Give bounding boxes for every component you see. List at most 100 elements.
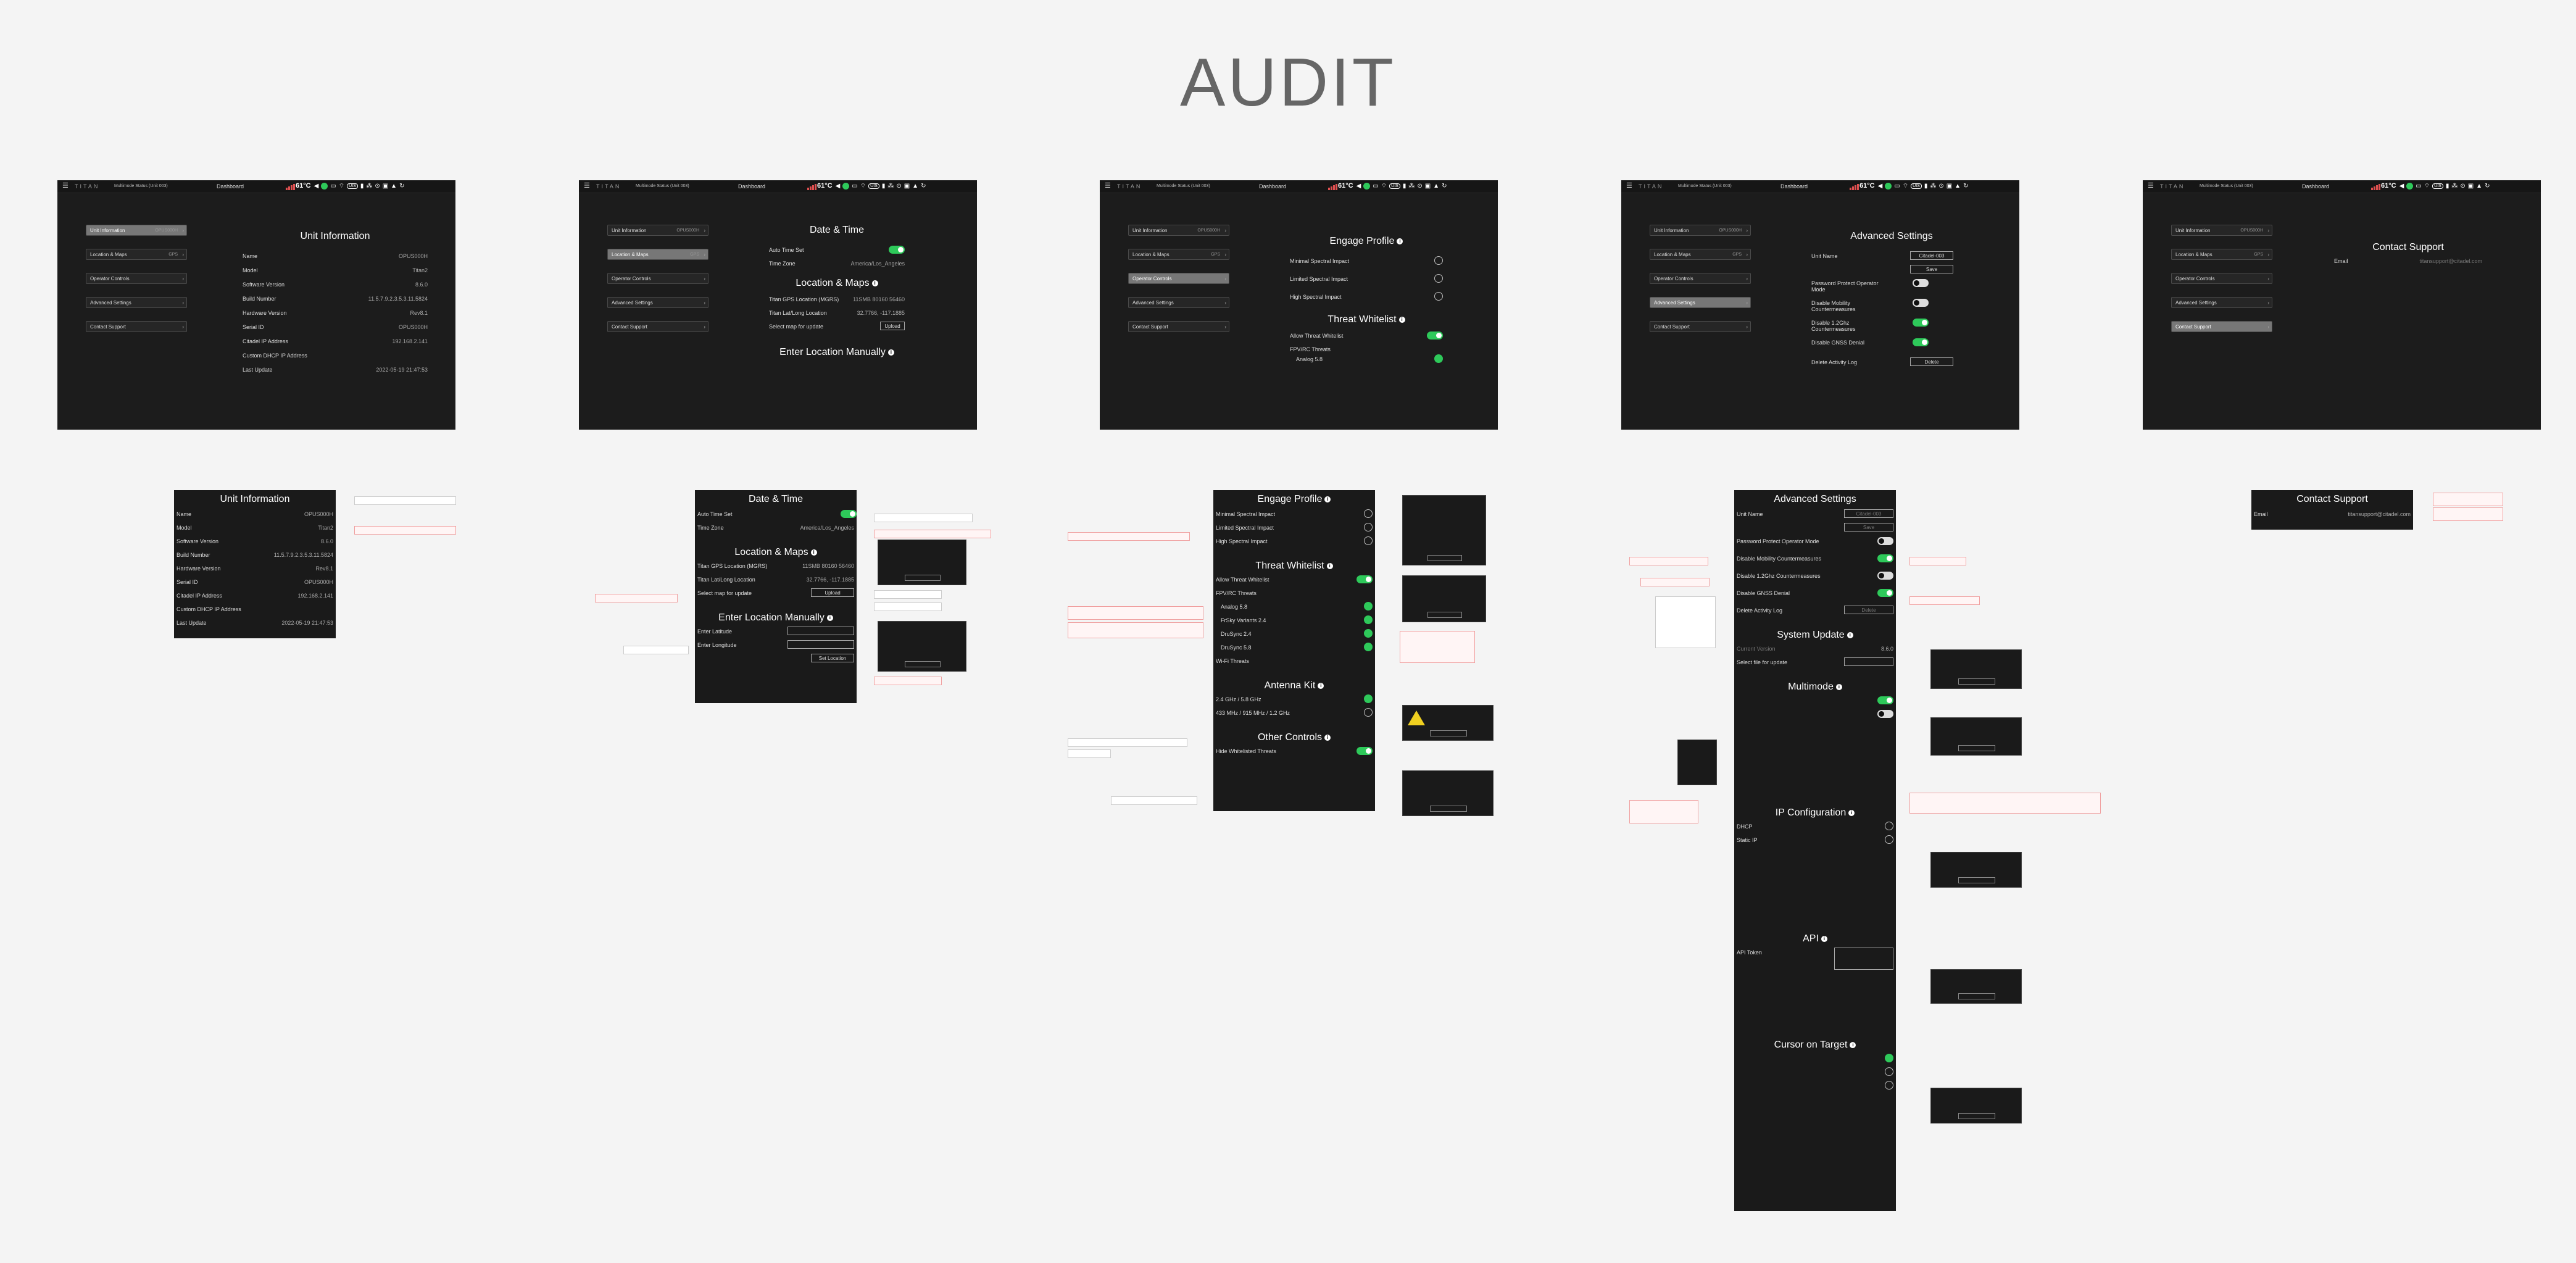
setting-toggle[interactable] <box>1913 338 1929 346</box>
setting-toggle[interactable] <box>1877 572 1893 580</box>
sidebar-item-4[interactable]: Contact Support› <box>2171 321 2272 332</box>
option-radio[interactable] <box>1434 292 1443 301</box>
threat-radio[interactable] <box>1364 602 1373 611</box>
dismiss-button[interactable] <box>904 575 941 581</box>
option-radio[interactable] <box>1434 274 1443 283</box>
dhcp-radio[interactable] <box>1885 822 1893 830</box>
info-icon[interactable]: i <box>1318 682 1324 689</box>
engage-option[interactable]: Minimal Spectral Impact <box>1290 256 1443 276</box>
menu-icon[interactable]: ☰ <box>2148 182 2154 190</box>
cot-radio[interactable] <box>1885 1054 1893 1062</box>
option-radio[interactable] <box>1364 536 1373 545</box>
sidebar-item-2[interactable]: Operator Controls› <box>1128 273 1229 284</box>
dismiss-button[interactable] <box>1427 555 1462 561</box>
menu-icon[interactable]: ☰ <box>584 182 590 190</box>
sidebar-item-3[interactable]: Advanced Settings› <box>1650 297 1751 308</box>
multimode-toggle[interactable] <box>1877 710 1893 718</box>
info-icon[interactable]: i <box>1850 1041 1856 1048</box>
whitelist-toggle[interactable] <box>1357 575 1373 583</box>
multimode-toggle[interactable] <box>1877 696 1893 704</box>
auto-time-toggle[interactable] <box>841 510 857 518</box>
setting-toggle[interactable] <box>1913 319 1929 327</box>
latitude-input[interactable] <box>787 627 854 635</box>
threat-row[interactable]: DruSync 2.4 <box>1213 629 1375 644</box>
threat-row[interactable]: Analog 5.8 <box>1213 602 1375 617</box>
dismiss-button[interactable] <box>1429 806 1468 812</box>
threat-radio[interactable] <box>1364 643 1373 651</box>
set-location-button[interactable]: Set Location <box>811 654 854 662</box>
select-file-button[interactable] <box>1844 657 1893 666</box>
static-ip-radio[interactable] <box>1885 835 1893 844</box>
threat-row[interactable]: DruSync 5.8 <box>1213 643 1375 658</box>
info-icon[interactable]: i <box>871 280 878 286</box>
info-icon[interactable]: i <box>887 349 894 356</box>
upload-button[interactable]: Upload <box>880 322 905 330</box>
engage-option[interactable]: High Spectral Impact <box>1290 292 1443 312</box>
engage-option[interactable]: Limited Spectral Impact <box>1290 274 1443 294</box>
option-radio[interactable] <box>1364 523 1373 531</box>
setting-toggle[interactable] <box>1913 279 1929 287</box>
dismiss-button[interactable] <box>1429 730 1468 736</box>
dismiss-button[interactable] <box>904 661 941 667</box>
setting-toggle[interactable] <box>1913 299 1929 307</box>
info-icon[interactable]: i <box>1398 316 1405 323</box>
cot-radio[interactable] <box>1885 1081 1893 1090</box>
dismiss-button[interactable] <box>1958 745 1996 751</box>
antenna-radio[interactable] <box>1364 694 1373 703</box>
sidebar-item-3[interactable]: Advanced Settings› <box>2171 297 2272 308</box>
antenna-radio[interactable] <box>1364 708 1373 717</box>
info-icon[interactable]: i <box>810 549 817 556</box>
setting-toggle[interactable] <box>1877 537 1893 545</box>
sidebar-item-2[interactable]: Operator Controls› <box>86 273 187 284</box>
info-icon[interactable]: i <box>1397 238 1403 244</box>
dismiss-button[interactable] <box>1958 877 1996 883</box>
info-icon[interactable]: i <box>1324 496 1331 502</box>
unit-name-input[interactable]: Citadel-003 <box>1844 509 1893 518</box>
sidebar-item-3[interactable]: Advanced Settings› <box>1128 297 1229 308</box>
hide-whitelisted-toggle[interactable] <box>1357 747 1373 755</box>
info-icon[interactable]: i <box>1847 632 1853 638</box>
menu-icon[interactable]: ☰ <box>1626 182 1632 190</box>
sidebar-item-4[interactable]: Contact Support› <box>1650 321 1751 332</box>
sidebar-item-4[interactable]: Contact Support› <box>86 321 187 332</box>
threat-radio[interactable] <box>1364 615 1373 624</box>
api-token-field[interactable] <box>1834 948 1893 970</box>
setting-toggle[interactable] <box>1877 554 1893 562</box>
info-icon[interactable]: i <box>826 614 833 621</box>
upload-button[interactable]: Upload <box>811 588 854 597</box>
auto-time-toggle[interactable] <box>889 246 905 254</box>
threat-row[interactable]: FrSky Variants 2.4 <box>1213 615 1375 631</box>
delete-log-button[interactable]: Delete <box>1844 606 1893 614</box>
sidebar-item-2[interactable]: Operator Controls› <box>1650 273 1751 284</box>
info-icon[interactable]: i <box>1835 683 1842 690</box>
sidebar-item-3[interactable]: Advanced Settings› <box>607 297 708 308</box>
sidebar-item-3[interactable]: Advanced Settings› <box>86 297 187 308</box>
sidebar-item-4[interactable]: Contact Support› <box>607 321 708 332</box>
info-icon[interactable]: i <box>1848 809 1855 816</box>
threat-radio[interactable] <box>1364 629 1373 638</box>
save-button[interactable]: Save <box>1844 523 1893 531</box>
sidebar-item-4[interactable]: Contact Support› <box>1128 321 1229 332</box>
engage-option[interactable]: High Spectral Impact <box>1213 536 1375 552</box>
save-button[interactable]: Save <box>1910 265 1953 273</box>
setting-toggle[interactable] <box>1877 589 1893 597</box>
info-icon[interactable]: i <box>1821 935 1827 942</box>
whitelist-toggle[interactable] <box>1427 331 1443 340</box>
delete-log-button[interactable]: Delete <box>1910 357 1953 366</box>
dismiss-button[interactable] <box>1427 612 1462 618</box>
dismiss-button[interactable] <box>1958 993 1996 999</box>
engage-option[interactable]: Minimal Spectral Impact <box>1213 509 1375 525</box>
unit-name-input[interactable]: Citadel-003 <box>1910 251 1953 260</box>
dismiss-button[interactable] <box>1958 1113 1996 1119</box>
option-radio[interactable] <box>1434 256 1443 265</box>
menu-icon[interactable]: ☰ <box>62 182 69 190</box>
dismiss-button[interactable] <box>1958 678 1996 685</box>
